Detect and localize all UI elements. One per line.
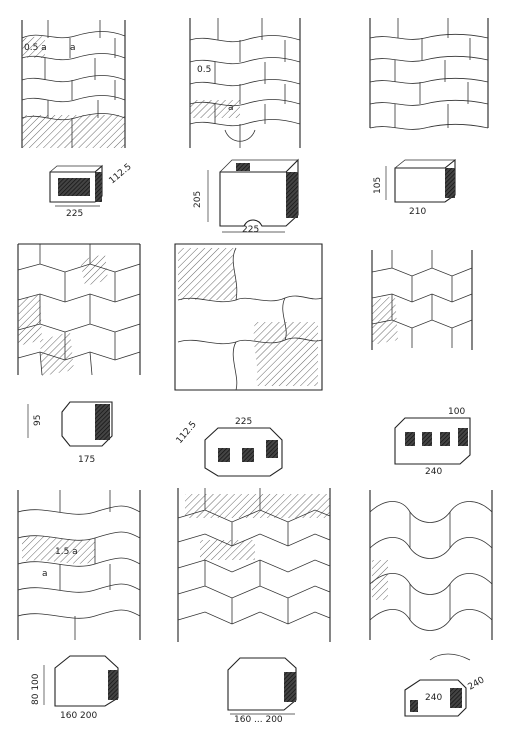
p2-width-label: 225 bbox=[242, 225, 259, 235]
p5-height-label: 95 bbox=[33, 415, 43, 426]
p8-block-label: a bbox=[42, 569, 48, 579]
pattern-8-wave-herringbone bbox=[177, 488, 331, 642]
block-9-bone: 240 240 bbox=[404, 653, 487, 717]
pattern-1-stretcher-wavy: 0.5 a a bbox=[21, 20, 126, 148]
p7-depth-label: 100 bbox=[448, 407, 465, 417]
p8-height-label: 80 100 bbox=[31, 673, 41, 705]
pattern-3-stretcher bbox=[369, 18, 489, 130]
p1-thickness-label: 0.5 a bbox=[24, 43, 47, 53]
p9-width-label: 160 ... 200 bbox=[234, 715, 283, 725]
p8-thickness-label: 1.5 a bbox=[55, 547, 78, 557]
block-4-zigzag: 95 175 bbox=[27, 401, 113, 465]
block-7-wave: 80 100 160 200 bbox=[31, 655, 119, 721]
block-3-rectangular: 105 210 bbox=[373, 158, 456, 217]
block-5-zigzag: 225 112.5 bbox=[175, 417, 283, 477]
p6-width-label: 225 bbox=[235, 417, 252, 427]
pattern-6-zigzag-small bbox=[371, 250, 473, 350]
p1-width-label: 225 bbox=[66, 209, 83, 219]
pattern-4-zigzag bbox=[17, 243, 141, 376]
pattern-9-bone-interlock bbox=[369, 490, 493, 640]
block-2-wavy: 205 225 bbox=[193, 158, 299, 235]
pattern-7-wave-stretcher: 1.5 a a bbox=[17, 490, 141, 640]
p2-thickness-label: 0.5 bbox=[197, 65, 211, 75]
p10-depth-label: 240 bbox=[467, 675, 487, 692]
p6-depth-label: 112.5 bbox=[175, 420, 199, 446]
p2-block-label: a bbox=[228, 103, 234, 113]
p3-width-label: 210 bbox=[409, 207, 426, 217]
pattern-2-wavy-stretcher: 0.5 a bbox=[189, 18, 301, 148]
pattern-5-large-wavy bbox=[174, 243, 323, 391]
p1-block-label: a bbox=[70, 43, 76, 53]
p1-height-label: 112.5 bbox=[108, 162, 134, 186]
p3-height-label: 105 bbox=[373, 177, 383, 194]
block-1-rectangular: 225 112.5 bbox=[49, 162, 134, 219]
p2-height-label: 205 bbox=[193, 191, 203, 208]
p5-width-label: 175 bbox=[78, 455, 95, 465]
p7-width-label: 240 bbox=[425, 467, 442, 477]
block-6-zigzag: 100 240 bbox=[394, 407, 471, 477]
block-8-wave: 160 ... 200 bbox=[227, 657, 297, 725]
p8-width-label: 160 200 bbox=[60, 711, 97, 721]
p10-width-label: 240 bbox=[425, 693, 442, 703]
